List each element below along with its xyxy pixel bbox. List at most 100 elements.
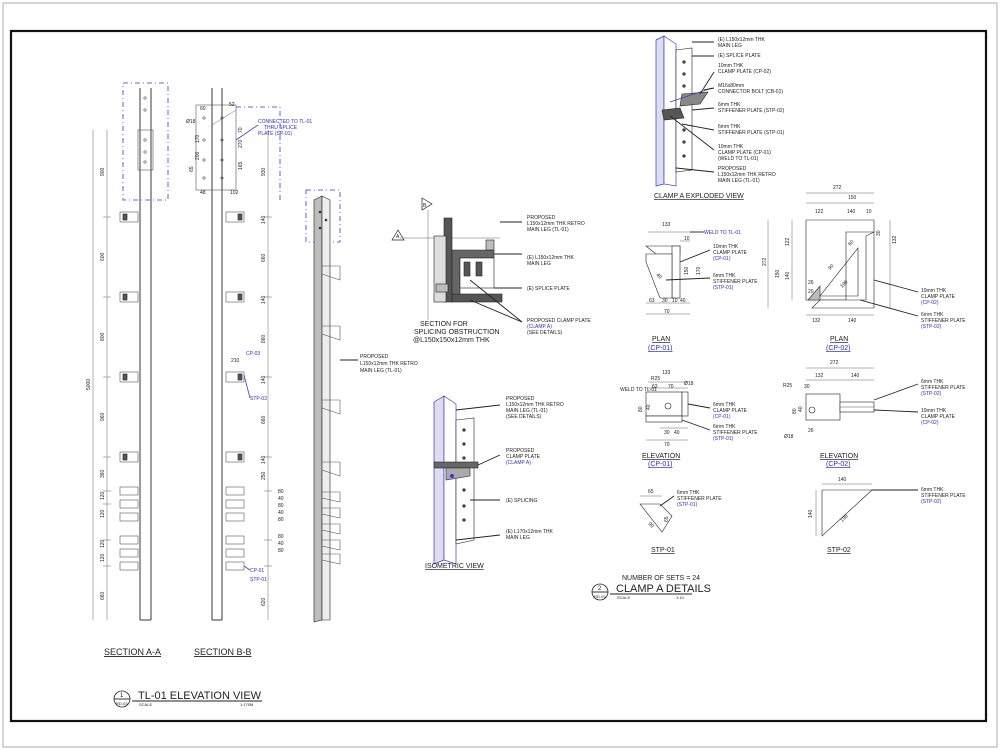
dim-a-2: 600 xyxy=(100,252,106,261)
ex-label-2: (E) SPLICE PLATE xyxy=(718,53,761,59)
ex-label-5b: STIFFENER PLATE (STP-02) xyxy=(718,108,785,114)
cp02e-dim-3: 132 xyxy=(815,373,824,379)
iso-label-2a: PROPOSED xyxy=(506,448,535,454)
cp02p-sub: (CP-02) xyxy=(826,345,851,352)
plan-cp-02: 272 150 122 140 10 122 150 140 30 26 20 … xyxy=(762,185,966,352)
ex-label-3b: CLAMP PLATE (CP-02) xyxy=(718,69,771,75)
total-height-dim: 5000 xyxy=(86,379,92,390)
dim-b-top-65: 65 xyxy=(189,166,195,172)
dim-b-15: 80 xyxy=(278,534,284,540)
dim-b-11: 40 xyxy=(278,496,284,502)
cp02e-dim-4: 140 xyxy=(851,373,860,379)
cp02p-title: PLAN xyxy=(830,336,848,343)
stp03-label: STP-03 xyxy=(250,396,267,402)
ss-label-1b: L150x12mm THK RETRO xyxy=(527,221,585,227)
cp01e-dim-7: 40 xyxy=(646,404,652,410)
cp01e-dim-10: 70 xyxy=(664,442,670,448)
cp02e-dim-2: R25 xyxy=(783,383,792,389)
section-a-a: 900 600 800 960 360 120 120 120 120 660 … xyxy=(86,82,169,657)
iso-label-2b: CLAMP PLATE xyxy=(506,454,541,460)
dim-b-12: 80 xyxy=(278,503,284,509)
clamp-a-title-block: NUMBER OF SETS = 24 2 RD-03 CLAMP A DETA… xyxy=(591,575,711,601)
dim-b-top-165: 165 xyxy=(238,161,244,170)
section-b-title: SECTION B-B xyxy=(194,647,252,657)
cp01p-dim-6: 30 xyxy=(662,298,668,304)
note-splice-3: PLATE (SP-01) xyxy=(258,131,292,137)
cp02p-dim-16: 90 xyxy=(827,263,835,271)
ex-label-5a: 6mm THK xyxy=(718,102,741,108)
ex-label-7c: (WELD TO TL-01) xyxy=(718,156,759,162)
cp01p-title: PLAN xyxy=(652,336,670,343)
ss-label-1a: PROPOSED xyxy=(527,215,556,221)
dim-b-6: 140 xyxy=(261,375,267,384)
dim-a-5: 360 xyxy=(100,469,106,478)
elevation-view-title-block: 1 RD-03 TL-01 ELEVATION VIEW SCALE 1:170… xyxy=(113,690,262,708)
elev-title-ref: RD-03 xyxy=(116,701,128,706)
dim-b-top-270: 270 xyxy=(238,139,244,148)
svg-text:B: B xyxy=(423,203,427,209)
splice-obstruction-section: B A PROPOSED L150x12mm THK RETRO MAIN LE… xyxy=(391,197,591,344)
cp02e-dim-5: 30 xyxy=(804,384,810,390)
cp01p-dim-9: 70 xyxy=(664,309,670,315)
dim-b-top-60: 60 xyxy=(200,106,206,112)
dim-b-4: 140 xyxy=(261,295,267,304)
dim-a-6: 120 xyxy=(100,491,106,500)
splice-callout-a xyxy=(122,82,169,201)
proposed-leg-note-1: PROPOSED xyxy=(360,354,389,360)
svg-text:A: A xyxy=(396,234,400,240)
dim-b-5: 860 xyxy=(261,334,267,343)
inner-border xyxy=(9,29,988,723)
cp03-label: CP-03 xyxy=(246,351,260,357)
cp01e-label-2b: STIFFENER PLATE xyxy=(713,430,758,436)
cp01p-sub: (CP-01) xyxy=(648,345,673,352)
cp01p-label-2c: (STP-01) xyxy=(713,285,734,291)
dim-b-16: 40 xyxy=(278,541,284,547)
cp01e-label-2a: 6mm THK xyxy=(713,424,736,430)
dim-b-2: 140 xyxy=(261,215,267,224)
section-a-title: SECTION A-A xyxy=(104,647,161,657)
elevation-cp-02: 272 R25 132 140 30 80 40 Ø18 26 6mm THK … xyxy=(783,360,966,468)
proposed-leg-note-3: MAIN LEG (TL-01) xyxy=(360,368,402,374)
dim-210: 210 xyxy=(231,358,240,364)
cp01e-label-1a: 6mm THK xyxy=(713,402,736,408)
dim-b-17: 80 xyxy=(278,548,284,554)
dim-a-8: 120 xyxy=(100,539,106,548)
cp02e-label-1b: STIFFENER PLATE xyxy=(921,385,966,391)
iso-label-1b: L150x12mm THK RETRO xyxy=(506,402,564,408)
cp01p-dim-8: 40 xyxy=(680,298,686,304)
dim-a-3: 800 xyxy=(100,332,106,341)
iso-label-4b: MAIN LEG xyxy=(506,535,530,541)
iso-label-1a: PROPOSED xyxy=(506,396,535,402)
dim-b-9: 250 xyxy=(261,471,267,480)
stp02-dim-1: 140 xyxy=(838,477,847,483)
ex-label-4a: M16x80mm xyxy=(718,83,744,89)
ex-label-6a: 6mm THK xyxy=(718,124,741,130)
dim-a-9: 120 xyxy=(100,553,106,562)
cp01e-dim-2: 133 xyxy=(662,370,671,376)
dim-b-7: 660 xyxy=(261,415,267,424)
cp02e-title: ELEVATION xyxy=(820,453,858,460)
cp01e-dim-5: Ø18 xyxy=(684,381,694,387)
cp02p-dim-3: 122 xyxy=(815,209,824,215)
cp02p-dim-2: 150 xyxy=(848,195,857,201)
cp01e-title: ELEVATION xyxy=(642,453,680,460)
ss-title-2: SPLICING OBSTRUCTION xyxy=(414,329,500,336)
cp01e-dim-1: R25 xyxy=(651,376,660,382)
cp01p-dim-4: 170 xyxy=(696,266,702,275)
ex-label-6b: STIFFENER PLATE (STP-01) xyxy=(718,130,785,136)
cp02p-dim-13: 272 xyxy=(762,257,768,266)
cp02e-dim-8: Ø18 xyxy=(784,434,794,440)
cp02p-dim-6: 122 xyxy=(785,237,791,246)
ex-label-1b: MAIN LEG xyxy=(718,43,742,49)
cp01e-dim-6: 80 xyxy=(638,406,644,412)
clamp-scale: 1:10 xyxy=(676,595,685,600)
dim-b-top-52: 52 xyxy=(229,102,235,108)
ss-title-3: @L150x150x12mm THK xyxy=(413,337,490,344)
dim-b-18: 620 xyxy=(261,597,267,606)
dim-b-14: 80 xyxy=(278,517,284,523)
ex-label-7b: CLAMP PLATE (CP-01) xyxy=(718,150,771,156)
isometric-view: PROPOSED L150x12mm THK RETRO MAIN LEG (T… xyxy=(425,395,564,570)
cp02e-label-1c: (STP-02) xyxy=(921,391,942,397)
clamp-scale-label: SCALE xyxy=(617,595,630,600)
